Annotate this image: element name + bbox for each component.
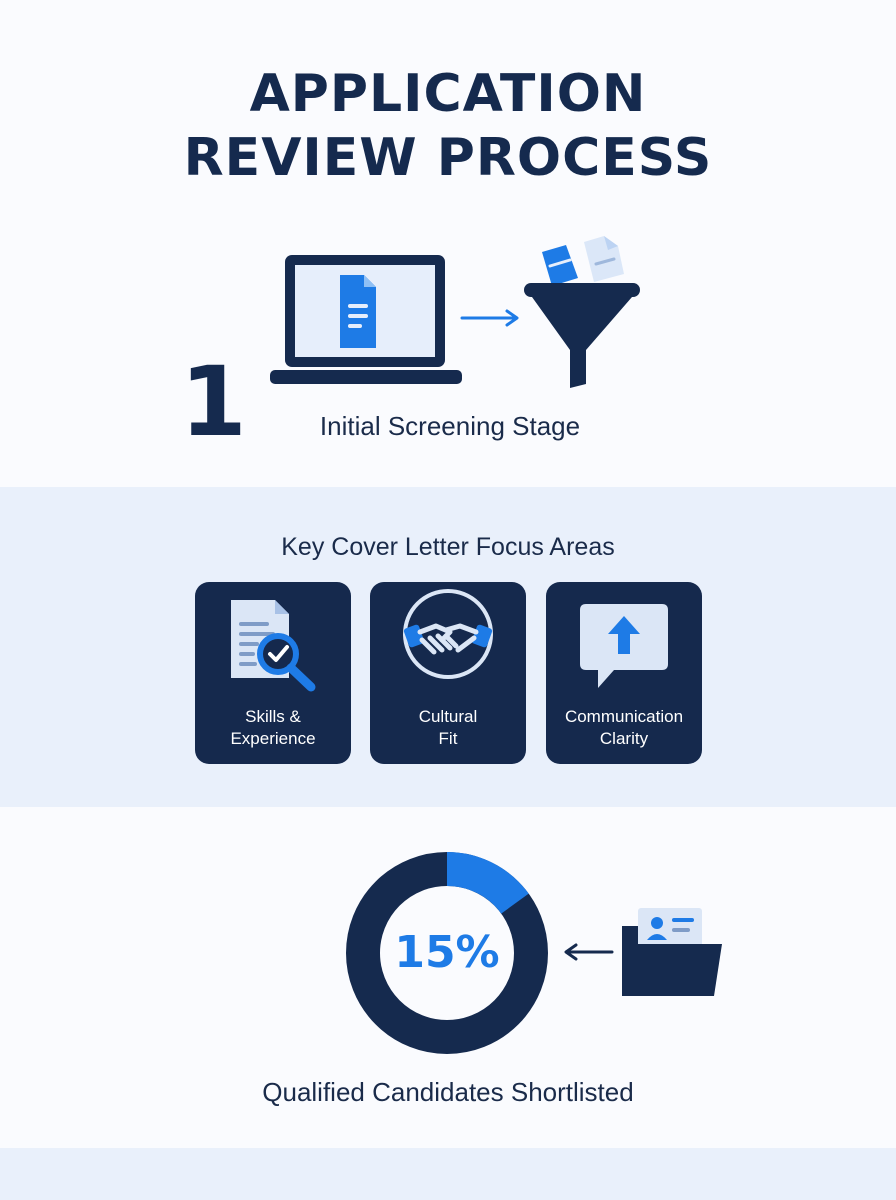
focus-card-communication: Communication Clarity	[546, 582, 702, 764]
focus-card-skills: Skills & Experience	[195, 582, 351, 764]
focus-card-label: Communication Clarity	[564, 707, 684, 748]
handshake-icon	[403, 589, 493, 679]
funnel-filter-icon	[524, 236, 640, 388]
donut-shortlisted-segment	[446, 852, 529, 915]
laptop-document-icon	[270, 255, 462, 384]
title-line-1: APPLICATION	[249, 64, 647, 124]
focus-areas-heading: Key Cover Letter Focus Areas	[281, 533, 615, 561]
folder-profile-card-icon	[622, 908, 722, 996]
focus-card-cultural-fit: Cultural Fit	[370, 582, 526, 764]
document-magnifier-check-icon	[231, 600, 316, 692]
title-line-2: REVIEW PROCESS	[183, 128, 713, 188]
stage-label: Initial Screening Stage	[319, 411, 581, 441]
shortlist-donut-chart	[346, 852, 548, 1054]
arrow-right-icon	[460, 309, 519, 327]
page-title: APPLICATION REVIEW PROCESS	[0, 62, 896, 190]
shortlist-percentage: 15%	[394, 927, 500, 978]
focus-card-label: Skills & Experience	[230, 707, 316, 748]
footer-band	[0, 1148, 896, 1200]
speech-bubble-up-arrow-icon	[580, 604, 668, 688]
arrow-left-icon	[564, 943, 614, 961]
step-number: 1	[180, 346, 247, 458]
result-label: Qualified Candidates Shortlisted	[262, 1077, 634, 1107]
focus-card-label: Cultural Fit	[418, 707, 478, 748]
